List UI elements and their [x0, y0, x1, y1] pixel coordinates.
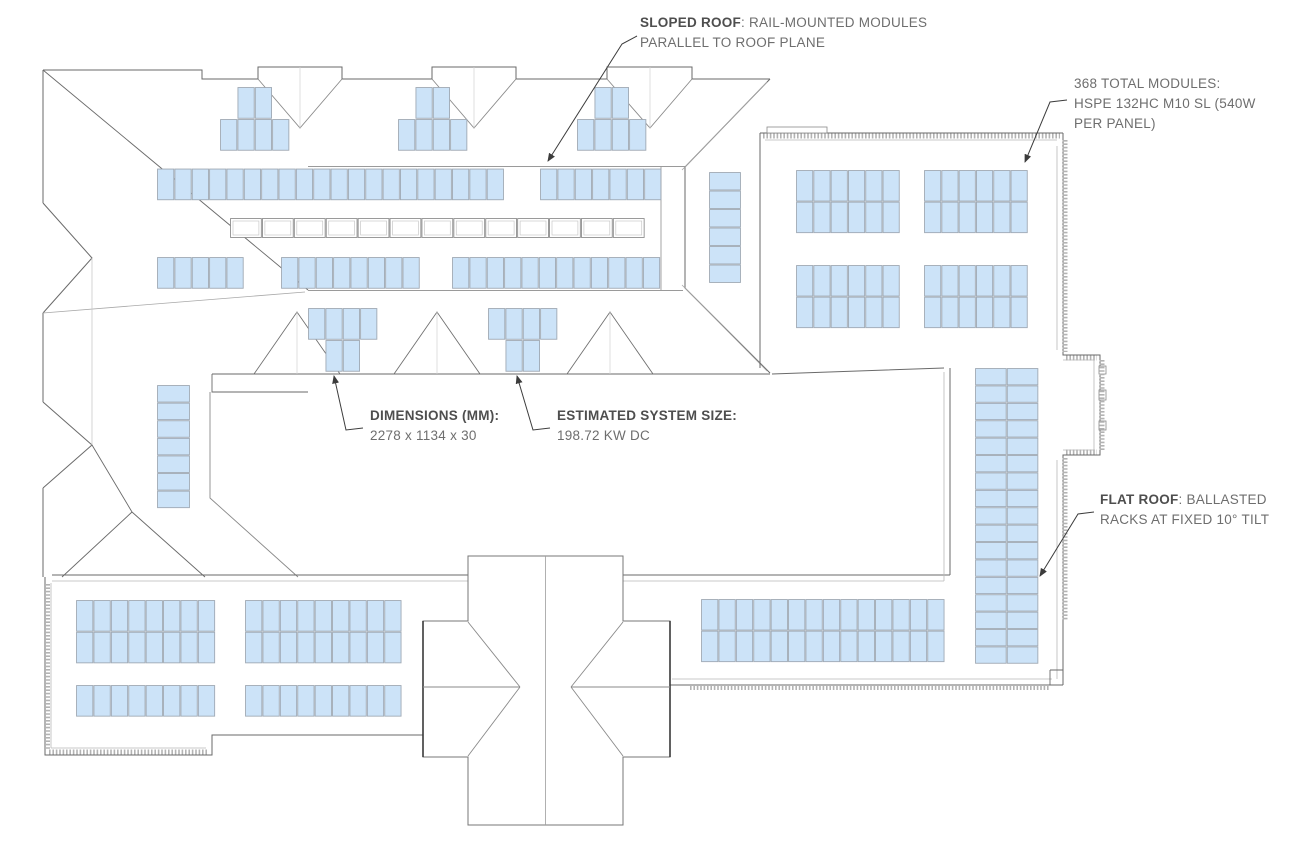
leader-flat-roof [1039, 511, 1095, 577]
ridge-row-upper-a [157, 168, 504, 201]
ridge-row-lower-c [452, 257, 661, 289]
leader-sloped-roof [547, 35, 638, 162]
ridge-row-upper-b [540, 168, 662, 201]
leader-lines [332, 35, 1095, 577]
annotation-dimensions: DIMENSIONS (MM): 2278 x 1134 x 30 [370, 408, 500, 443]
skylight-row [230, 218, 645, 238]
lower-cluster-1-bottom [325, 340, 360, 372]
lower-cluster-1-top [308, 308, 378, 340]
parapet-hatch [45, 133, 1105, 755]
flat-sw-block-1 [76, 600, 216, 664]
solar-panel-arrays [76, 87, 1039, 717]
junction-column [709, 172, 741, 283]
flat-sw-block-3 [76, 685, 216, 717]
dormer-cluster-2-top [415, 87, 450, 119]
dormer-cluster-1-top [237, 87, 273, 119]
dormer-cluster-1-bottom [220, 119, 290, 151]
west-wing-column [157, 385, 190, 509]
flat-east-column [975, 368, 1039, 664]
leader-total-modules [1024, 99, 1068, 163]
ridge-row-lower-a [157, 257, 244, 289]
dormer-cluster-3-bottom [577, 119, 647, 151]
skylight-row [230, 218, 645, 238]
annotation-sloped-roof-title: SLOPED ROOF [640, 15, 742, 30]
flat-ne-block-3 [796, 265, 900, 329]
lower-cluster-2-top [488, 308, 558, 340]
annotation-total-modules: 368 TOTAL MODULES: HSPE 132HC M10 SL (54… [1074, 76, 1256, 131]
annotation-system-size: ESTIMATED SYSTEM SIZE: 198.72 KW DC [557, 408, 738, 443]
lower-cluster-2-bottom [505, 340, 540, 372]
ridge-row-lower-b [281, 257, 420, 289]
pavilion-outline [422, 555, 671, 826]
flat-ne-block-1 [796, 170, 900, 234]
dormer-cluster-3-top [594, 87, 629, 119]
dormer-cluster-2-bottom [398, 119, 468, 151]
flat-sw-block-2 [245, 600, 402, 664]
leader-system-size [515, 375, 551, 431]
annotation-flat-roof: FLAT ROOF: BALLASTED RACKS AT FIXED 10° … [1100, 492, 1270, 527]
annotation-sloped-roof: SLOPED ROOF: RAIL-MOUNTED MODULES PARALL… [640, 15, 928, 50]
leader-dimensions [332, 375, 364, 431]
flat-sw-block-4 [245, 685, 402, 717]
flat-ne-block-2 [924, 170, 1028, 234]
flat-south-block [701, 599, 945, 663]
annotation-flat-roof-title: FLAT ROOF [1100, 492, 1179, 507]
flat-ne-block-4 [924, 265, 1028, 329]
